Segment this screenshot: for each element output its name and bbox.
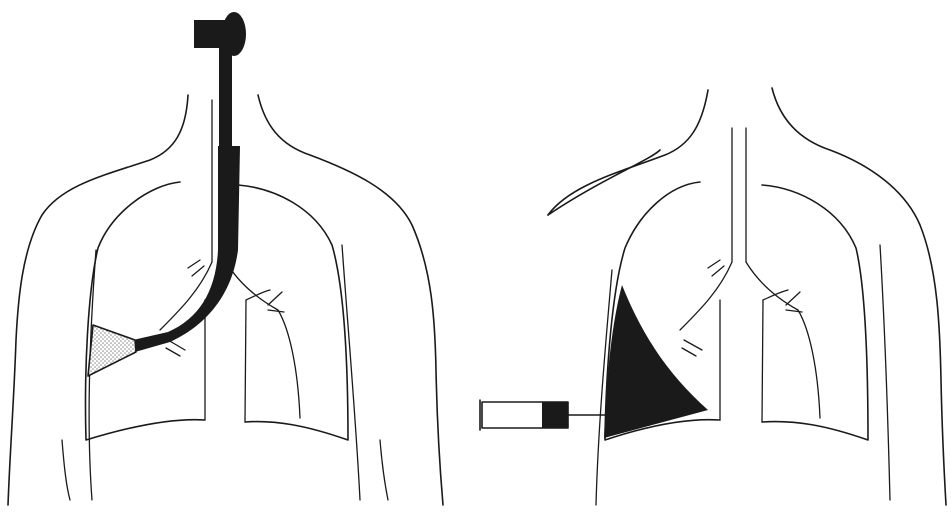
right-panel-thoracentesis [480, 88, 946, 505]
bronchoscope [133, 12, 246, 352]
right-torso-outline [548, 88, 946, 505]
bronchoscope-insertion-tube [133, 146, 240, 352]
bronchoscope-shaft [219, 46, 232, 146]
syringe-fluid [542, 402, 568, 428]
syringe [480, 400, 612, 430]
left-panel-bronchoscopy [8, 12, 443, 505]
pleural-effusion [604, 285, 708, 438]
left-lungs [86, 182, 349, 440]
lung-lesion [88, 325, 136, 376]
right-airway [680, 128, 820, 418]
